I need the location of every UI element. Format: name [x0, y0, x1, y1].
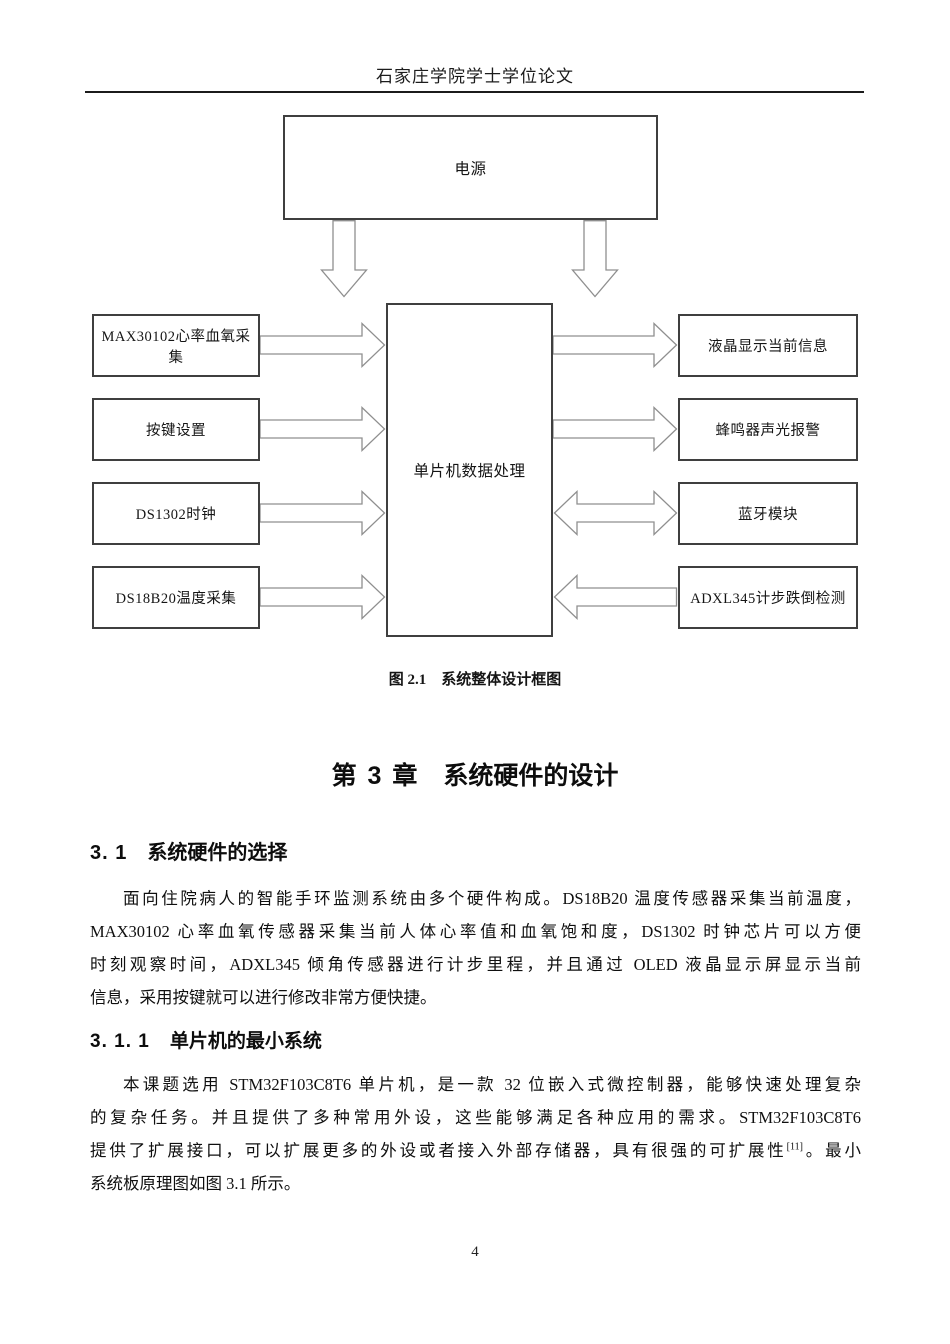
section-3-1-1-title: 单片机的最小系统	[169, 1031, 322, 1052]
section-3-1-title: 系统硬件的选择	[147, 842, 288, 864]
node-lcd: 液晶显示当前信息	[678, 314, 858, 377]
section-heading-3-1-1: 3. 1. 1 单片机的最小系统	[90, 1026, 322, 1053]
paragraph-line: MAX30102 心率血氧传感器采集当前人体心率值和血氧饱和度，DS1302 时…	[90, 922, 861, 941]
arrow-ds1302-to-mcu-icon	[260, 490, 386, 536]
arrow-power-to-mcu-right-icon	[571, 220, 619, 298]
chapter-title: 系统硬件的设计	[443, 762, 619, 790]
figure-caption: 图 2.1 系统整体设计框图	[388, 672, 562, 688]
section-3-1-1-number: 3. 1. 1	[90, 1031, 150, 1052]
arrow-mcu-bluetooth-bidirectional-icon	[553, 490, 678, 536]
node-power: 电源	[283, 115, 658, 220]
chapter-heading: 第 3 章系统硬件的设计	[0, 756, 950, 792]
header-rule	[85, 91, 864, 93]
node-ds1302: DS1302时钟	[92, 482, 260, 545]
paragraph-line: 本课题选用 STM32F103C8T6 单片机，是一款 32 位嵌入式微控制器，…	[123, 1075, 861, 1094]
page-number: 4	[471, 1244, 479, 1260]
arrow-mcu-to-lcd-icon	[553, 322, 678, 368]
arrow-ds18b20-to-mcu-icon	[260, 574, 386, 620]
arrow-keys-to-mcu-icon	[260, 406, 386, 452]
node-ds18b20: DS18B20温度采集	[92, 566, 260, 629]
section-heading-3-1: 3. 1 系统硬件的选择	[90, 836, 287, 865]
arrow-max30102-to-mcu-icon	[260, 322, 386, 368]
paragraph-line-text: 。最小	[802, 1141, 862, 1160]
paragraph-line: 面向住院病人的智能手环监测系统由多个硬件构成。DS18B20 温度传感器采集当前…	[123, 889, 861, 908]
node-keys: 按键设置	[92, 398, 260, 461]
paragraph-line: 提供了扩展接口，可以扩展更多的外设或者接入外部存储器，具有很强的可扩展性[11]…	[90, 1134, 861, 1167]
chapter-number: 第 3 章	[331, 762, 420, 790]
paragraph-line: 的复杂任务。并且提供了多种常用外设，这些能够满足各种应用的需求。STM32F10…	[90, 1108, 861, 1127]
reference-superscript: [11]	[786, 1141, 803, 1153]
arrow-adxl345-to-mcu-icon	[553, 574, 678, 620]
paragraph-line-text: 提供了扩展接口，可以扩展更多的外设或者接入外部存储器，具有很强的可扩展性	[90, 1141, 787, 1160]
section-3-1-number: 3. 1	[90, 842, 128, 864]
paragraph-line: 系统板原理图如图 3.1 所示。	[90, 1174, 301, 1193]
paragraph-3-1: 面向住院病人的智能手环监测系统由多个硬件构成。DS18B20 温度传感器采集当前…	[90, 882, 861, 1014]
arrow-power-to-mcu-left-icon	[320, 220, 368, 298]
node-mcu: 单片机数据处理	[386, 303, 553, 637]
node-bluetooth: 蓝牙模块	[678, 482, 858, 545]
paragraph-line: 信息，采用按键就可以进行修改非常方便快捷。	[90, 988, 437, 1007]
paragraph-3-1-1: 本课题选用 STM32F103C8T6 单片机，是一款 32 位嵌入式微控制器，…	[90, 1068, 861, 1200]
thesis-header: 石家庄学院学士学位论文	[376, 67, 574, 86]
paragraph-line: 时刻观察时间，ADXL345 倾角传感器进行计步里程，并且通过 OLED 液晶显…	[90, 955, 861, 974]
node-max30102: MAX30102心率血氧采集	[92, 314, 260, 377]
arrow-mcu-to-buzzer-icon	[553, 406, 678, 452]
node-buzzer: 蜂鸣器声光报警	[678, 398, 858, 461]
node-adxl345: ADXL345计步跌倒检测	[678, 566, 858, 629]
